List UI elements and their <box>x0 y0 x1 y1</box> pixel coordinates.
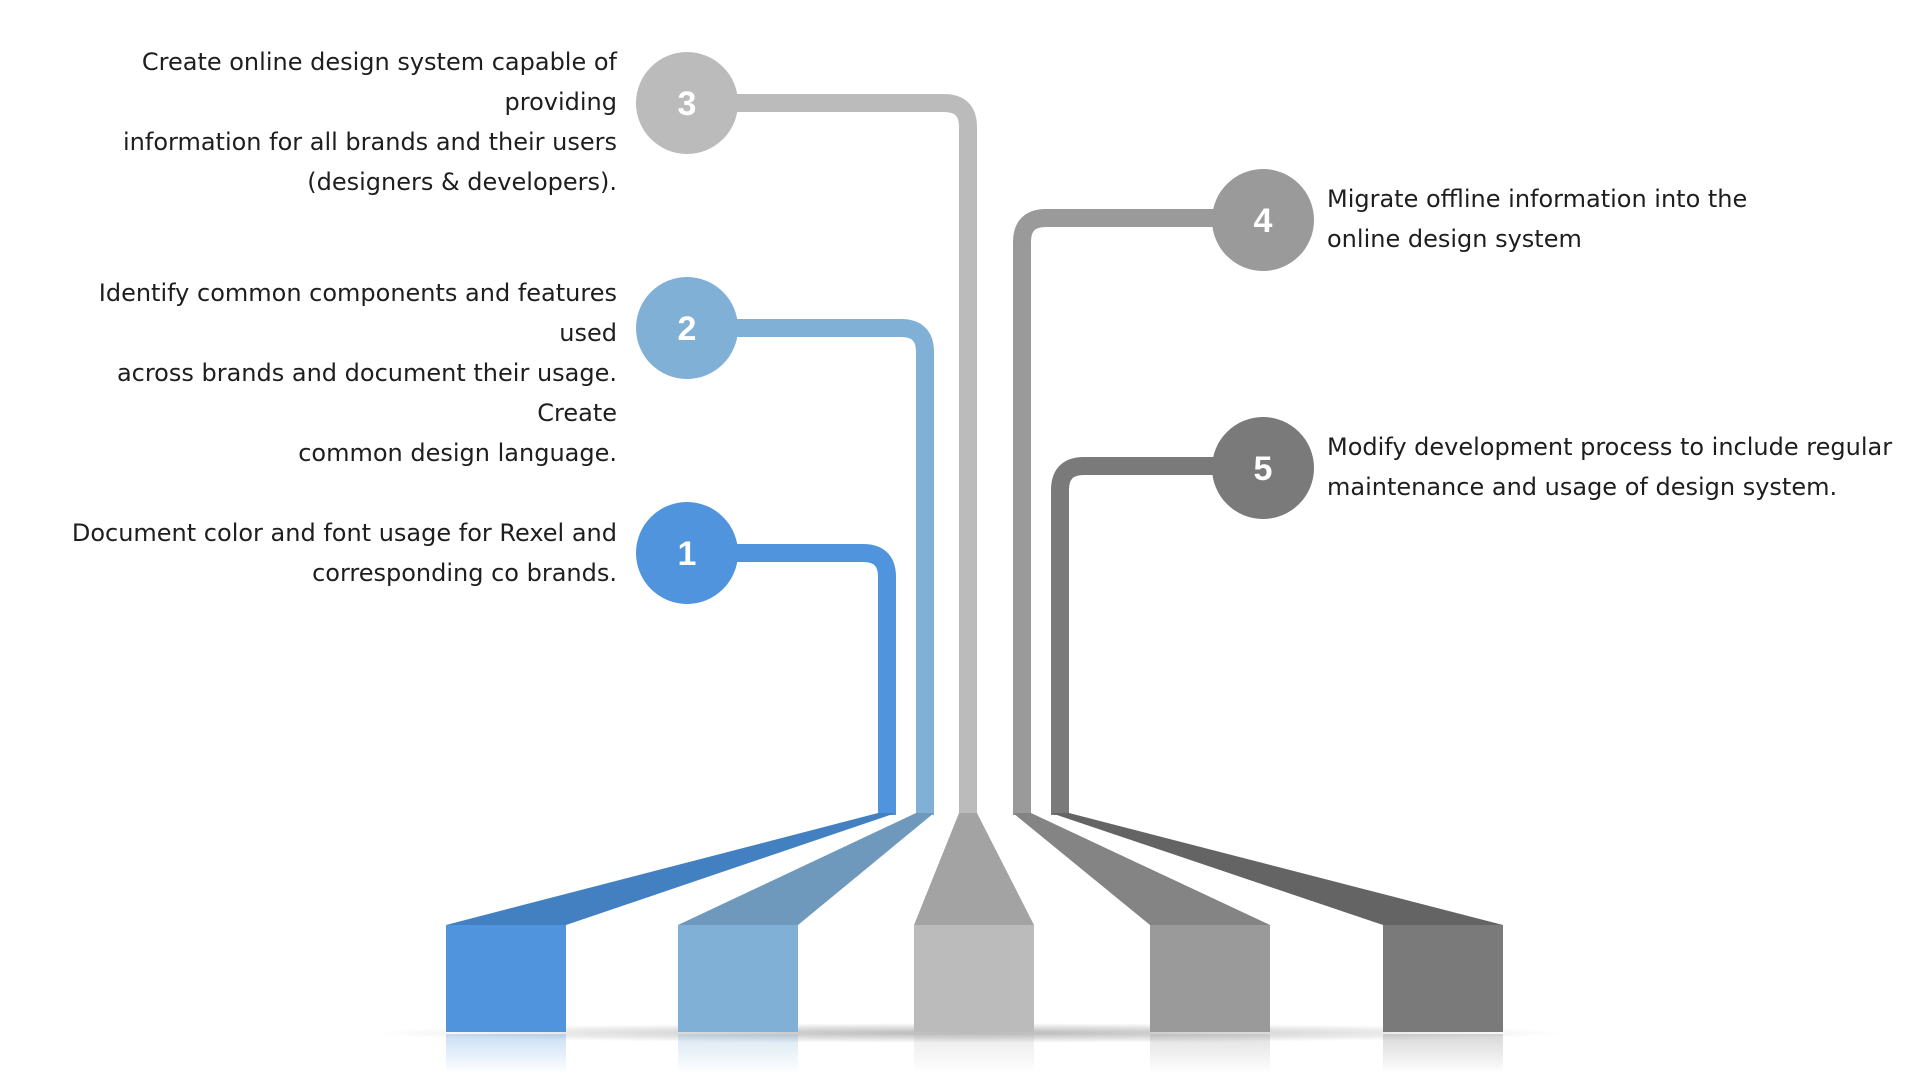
step-description-5: Modify development process to include re… <box>1327 433 1893 501</box>
step-badge-2: 2 <box>636 277 738 379</box>
connector-line-4 <box>1013 209 1260 815</box>
step-description-1: Document color and font usage for Rexel … <box>71 519 617 587</box>
step-description-4: Migrate offline information into the onl… <box>1327 185 1748 253</box>
step-number-3: 3 <box>678 85 697 123</box>
ramp-1 <box>446 813 896 925</box>
block-5 <box>1383 925 1503 1032</box>
step-badge-1: 1 <box>636 502 738 604</box>
block-1-reflection <box>446 1034 566 1074</box>
ramp-3 <box>914 813 1034 925</box>
step-number-1: 1 <box>678 535 697 573</box>
connector-line-2 <box>690 319 934 815</box>
connector-line-5 <box>1051 457 1260 815</box>
step-badge-5: 5 <box>1212 417 1314 519</box>
block-3-reflection <box>914 1034 1034 1074</box>
block-3 <box>914 925 1034 1032</box>
ramp-5 <box>1051 813 1503 925</box>
block-4-reflection <box>1150 1034 1270 1074</box>
step-number-5: 5 <box>1254 450 1273 488</box>
step-number-2: 2 <box>678 310 697 348</box>
ramp-4 <box>1013 813 1270 925</box>
step-description-2: Identify common components and features … <box>98 279 617 467</box>
connector-line-1 <box>690 544 896 815</box>
step-badge-4: 4 <box>1212 169 1314 271</box>
ramp-2 <box>678 813 934 925</box>
block-1 <box>446 925 566 1032</box>
block-2 <box>678 925 798 1032</box>
block-5-reflection <box>1383 1034 1503 1074</box>
block-4 <box>1150 925 1270 1032</box>
step-description-3: Create online design system capable of p… <box>122 48 617 196</box>
block-2-reflection <box>678 1034 798 1074</box>
step-number-4: 4 <box>1254 202 1273 240</box>
connector-line-3 <box>690 94 977 815</box>
step-badge-3: 3 <box>636 52 738 154</box>
